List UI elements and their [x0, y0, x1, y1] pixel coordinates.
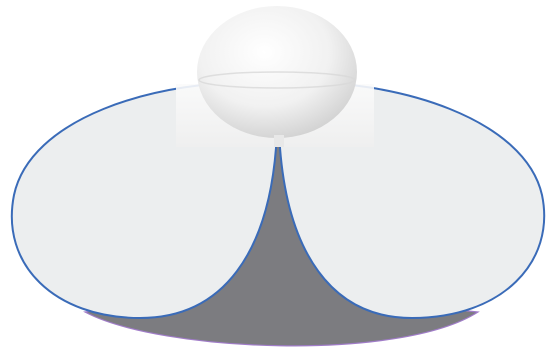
sensor-stem — [274, 135, 284, 147]
ceiling-sensor-icon — [176, 6, 374, 147]
